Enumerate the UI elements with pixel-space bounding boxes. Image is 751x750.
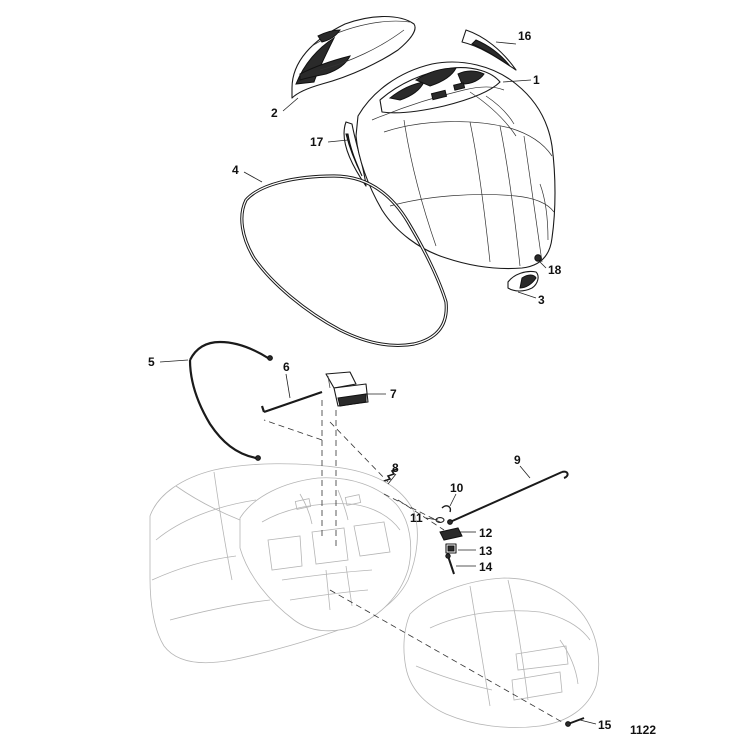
part-14-pin bbox=[445, 553, 455, 575]
part-13-bushing bbox=[445, 543, 457, 554]
part-15-screw bbox=[565, 717, 585, 727]
assembly-dashed-lines bbox=[263, 400, 563, 723]
part-2-top-cowl-cover bbox=[291, 16, 416, 99]
callout-6: 6 bbox=[283, 360, 290, 374]
part-3-latch-bracket bbox=[507, 270, 539, 292]
callout-17: 17 bbox=[310, 135, 324, 149]
ghosted-lower-cowl-assembly bbox=[149, 463, 600, 728]
part-17-trim-strip bbox=[343, 121, 367, 187]
callout-2: 2 bbox=[271, 106, 278, 120]
part-12-lever bbox=[439, 527, 463, 541]
callout-1: 1 bbox=[533, 73, 540, 87]
part-9-long-rod bbox=[447, 470, 569, 525]
part-10-clip bbox=[441, 505, 452, 513]
leader-lines bbox=[159, 41, 597, 725]
part-1-upper-cowl bbox=[355, 61, 556, 270]
callout-7: 7 bbox=[390, 387, 397, 401]
part-18-fastener bbox=[534, 254, 542, 262]
callout-15: 15 bbox=[598, 718, 612, 732]
part-4-seal-gasket bbox=[240, 174, 448, 348]
part-7-latch-handle bbox=[325, 371, 369, 407]
callout-11: 11 bbox=[410, 511, 423, 525]
callout-14: 14 bbox=[479, 560, 493, 574]
callout-4: 4 bbox=[232, 163, 239, 177]
callout-13: 13 bbox=[479, 544, 493, 558]
callout-9: 9 bbox=[514, 453, 521, 467]
part-16-trim-strip bbox=[461, 29, 517, 71]
callout-10: 10 bbox=[450, 481, 464, 495]
callout-12: 12 bbox=[479, 526, 493, 540]
callout-labels: 1 2 3 4 5 6 7 8 9 10 11 12 13 14 15 16 1… bbox=[148, 29, 656, 737]
callout-5: 5 bbox=[148, 355, 155, 369]
callout-18: 18 bbox=[548, 263, 562, 277]
callout-3: 3 bbox=[538, 293, 545, 307]
drawing-number: 1122 bbox=[630, 723, 656, 737]
callout-8: 8 bbox=[392, 461, 399, 475]
part-5-cable-rod bbox=[188, 340, 273, 461]
part-6-rod bbox=[260, 390, 323, 414]
callout-16: 16 bbox=[518, 29, 532, 43]
